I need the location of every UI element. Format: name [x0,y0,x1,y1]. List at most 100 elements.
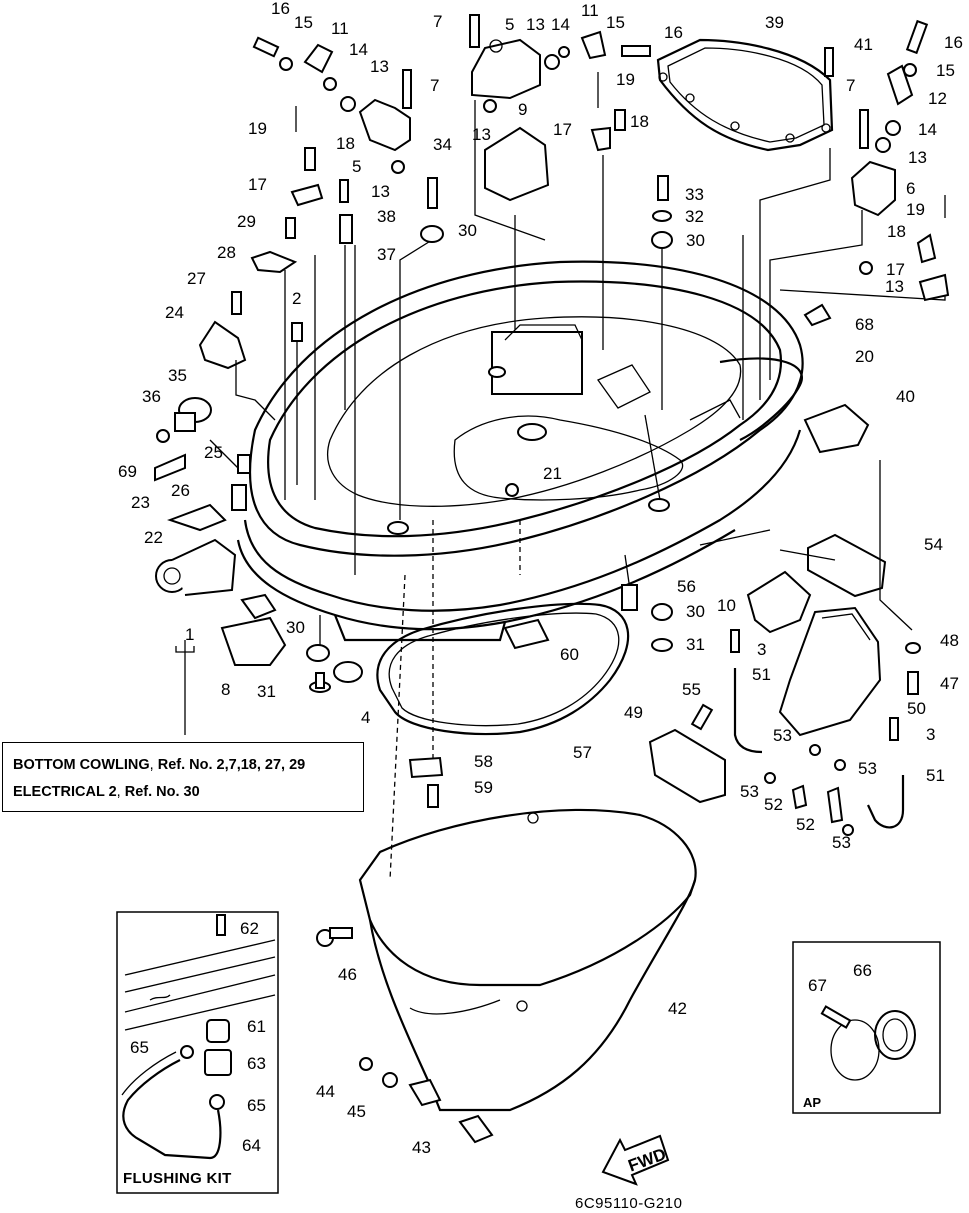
part-number: 56 [677,577,696,596]
part-number: 36 [142,387,161,406]
seal-20 [719,357,803,441]
part-number: 39 [765,13,784,32]
part-number: 30 [458,221,477,240]
part-number: 38 [377,207,396,226]
part-number: 64 [242,1136,261,1155]
part-number: 54 [924,535,943,554]
bracket-10 [746,570,812,634]
part-number: 30 [686,231,705,250]
part-number: 29 [237,212,256,231]
ap-inset [792,941,941,1114]
part-number: 5 [352,157,361,176]
reference-box: BOTTOM COWLING, Ref. No. 2,7,18, 27, 29 … [2,742,364,812]
part-number: 16 [944,33,963,52]
bracket-24 [198,320,247,370]
part-number: 18 [336,134,355,153]
part-number: 52 [796,815,815,834]
lower-cover-42 [358,808,697,1112]
part-number: 63 [247,1054,266,1073]
part-number: 11 [581,1,599,20]
part-number: 13 [371,182,390,201]
seal-57 [376,602,630,736]
part-number: 15 [294,13,313,32]
part-number: 19 [906,200,925,219]
part-number: 44 [316,1082,335,1101]
reference-line-1: BOTTOM COWLING, Ref. No. 2,7,18, 27, 29 [13,757,306,773]
part-number: 65 [247,1096,266,1115]
part-number: 8 [221,680,230,699]
part-number: 68 [855,315,874,334]
part-number: 33 [685,185,704,204]
bracket-49 [648,728,726,804]
part-number: 48 [940,631,959,650]
part-number: 19 [248,119,267,138]
part-number: 18 [887,222,906,241]
reference-name: BOTTOM COWLING [13,757,150,773]
part-number: 41 [854,35,873,54]
part-number: 65 [130,1038,149,1057]
part-number: 45 [347,1102,366,1121]
part-number: 69 [118,462,137,481]
part-number: 55 [682,680,701,699]
part-number: 5 [505,15,514,34]
part-number: 3 [757,640,766,659]
part-number: 7 [433,12,442,31]
part-number: 53 [773,726,792,745]
part-number: 46 [338,965,357,984]
part-number: 51 [926,766,945,785]
part-number: 23 [131,493,150,512]
part-number: 37 [377,245,396,264]
part-number: 30 [686,602,705,621]
part-number: 21 [543,464,562,483]
part-number: 24 [165,303,184,322]
cover-plate-39 [656,38,834,152]
part-number: 53 [858,759,877,778]
part-number: 60 [560,645,579,664]
part-number: 13 [885,277,904,296]
part-number: 62 [240,919,259,938]
part-number: 6 [906,179,915,198]
part-number: 14 [349,40,368,59]
plug-35 [174,397,212,432]
part-number: 28 [217,243,236,262]
part-number: 13 [472,125,491,144]
part-number: 31 [686,635,705,654]
block-9 [484,126,550,202]
duct-50 [778,606,882,737]
part-number: 17 [886,260,905,279]
part-number: 14 [551,15,570,34]
part-number: 59 [474,778,493,797]
hose-51-left [733,668,763,754]
part-number: 7 [430,76,439,95]
bottom-cowling-illustration [236,260,804,642]
bracket-23 [167,503,227,532]
part-number: 52 [764,795,783,814]
part-number: 11 [331,19,349,38]
part-number: 3 [926,725,935,744]
part-number: 58 [474,752,493,771]
part-number: 53 [832,833,851,852]
part-number: 13 [370,57,389,76]
part-number: 17 [248,175,267,194]
part-number: 7 [846,76,855,95]
connector-22 [155,538,237,596]
fwd-arrow: FWD [601,1134,670,1186]
hose-51-right [867,775,905,829]
part-number: 66 [853,961,872,980]
part-number: 40 [896,387,915,406]
small-hardware [154,14,950,1144]
reference-name: ELECTRICAL 2 [13,784,117,800]
part-number: 61 [247,1017,266,1036]
part-number: 31 [257,682,276,701]
part-number: 4 [361,708,370,727]
part-number: 43 [412,1138,431,1157]
part-number: 10 [717,596,736,615]
diagram-code: 6C95110-G210 [575,1195,683,1212]
plate-54 [807,533,887,598]
reference-line-2: ELECTRICAL 2, Ref. No. 30 [13,784,200,800]
part-number: 16 [664,23,683,42]
bracket-6 [850,160,896,217]
part-number: 18 [630,112,649,131]
bracket-5-left [358,98,411,152]
